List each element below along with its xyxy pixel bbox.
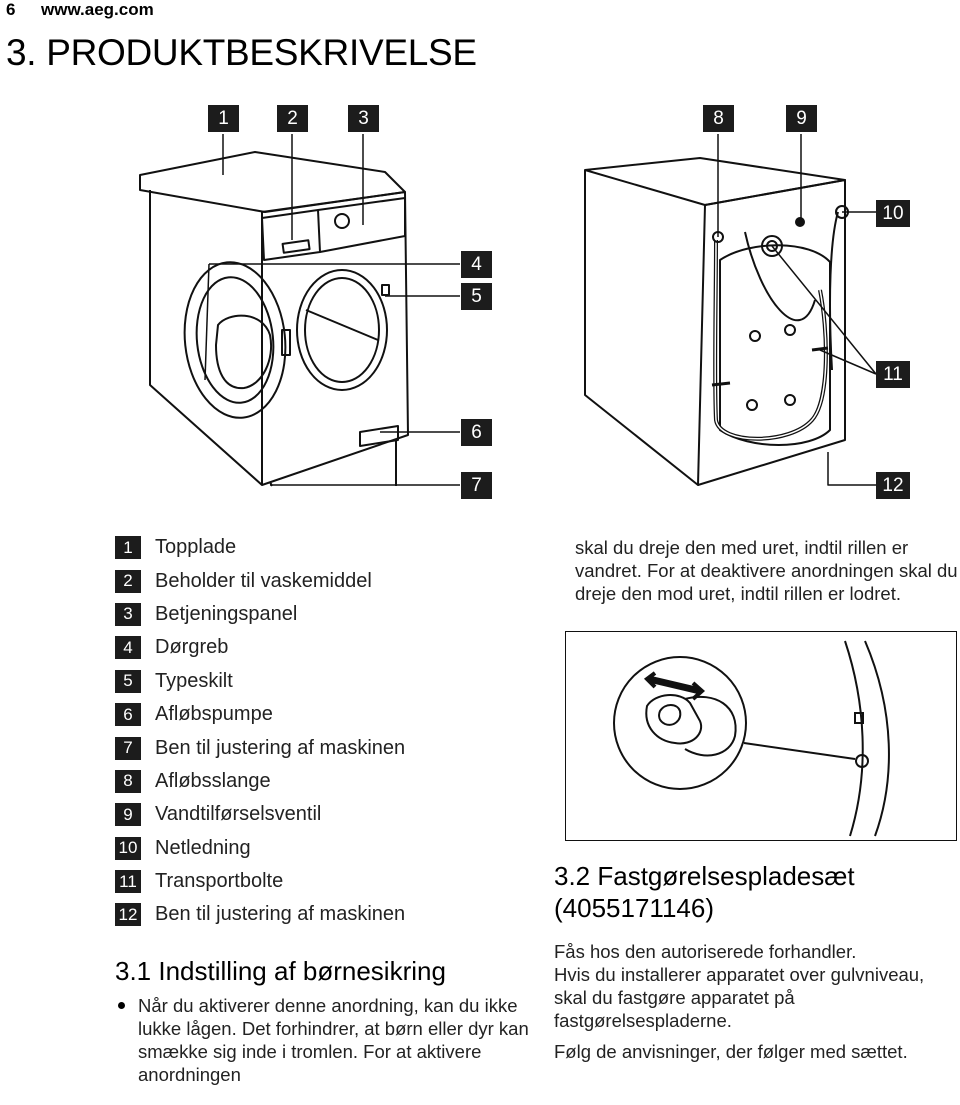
dealer-paragraph: Fås hos den autoriserede forhandler. <box>554 941 857 962</box>
list-item: 2 Beholder til vaskemiddel <box>115 564 405 597</box>
legend-number: 4 <box>115 636 141 660</box>
legend-number: 11 <box>115 870 141 894</box>
legend-label: Dørgreb <box>155 636 229 659</box>
legend-label: Transportbolte <box>155 870 284 893</box>
legend-label: Afløbsslange <box>155 769 271 792</box>
legend-number: 2 <box>115 569 141 593</box>
list-item: 3 Betjeningspanel <box>115 598 405 631</box>
legend-label: Vandtilførselsventil <box>155 803 322 826</box>
legend-number: 9 <box>115 803 141 827</box>
callout-12: 12 <box>876 472 910 499</box>
list-item: 6 Afløbspumpe <box>115 698 405 731</box>
list-item: 11 Transportbolte <box>115 865 405 898</box>
list-item: 5 Typeskilt <box>115 665 405 698</box>
legend-label: Typeskilt <box>155 669 233 692</box>
legend-label: Betjeningspanel <box>155 602 298 625</box>
site-url: www.aeg.com <box>41 0 154 19</box>
list-item: 4 Dørgreb <box>115 631 405 664</box>
parts-legend: 1 Topplade 2 Beholder til vaskemiddel 3 Bet… <box>115 531 405 932</box>
legend-label: Netledning <box>155 836 251 859</box>
page-title: 3. PRODUKTBESKRIVELSE <box>6 32 477 73</box>
callout-6: 6 <box>461 419 492 446</box>
section-heading-3-1: 3.1 Indstilling af børnesikring <box>115 956 446 986</box>
list-item: 1 Topplade <box>115 531 405 564</box>
legend-label: Afløbspumpe <box>155 703 273 726</box>
legend-number: 5 <box>115 669 141 693</box>
callout-3: 3 <box>348 105 379 132</box>
legend-number: 10 <box>115 836 141 860</box>
list-item: 8 Afløbsslange <box>115 765 405 798</box>
legend-number: 6 <box>115 703 141 727</box>
bullet-dot <box>118 1002 125 1009</box>
legend-label: Ben til justering af maskinen <box>155 903 406 926</box>
child-lock-continued: skal du dreje den med uret, indtil rille… <box>575 537 958 604</box>
callout-9: 9 <box>786 105 817 132</box>
washing-machine-diagram <box>139 134 877 487</box>
legend-label: Ben til justering af maskinen <box>155 736 406 759</box>
callout-7: 7 <box>461 472 492 499</box>
callout-10: 10 <box>876 200 910 227</box>
instructions-paragraph: Følg de anvisninger, der følger med sætt… <box>554 1041 908 1062</box>
callout-11: 11 <box>876 361 910 388</box>
legend-label: Topplade <box>155 536 237 559</box>
section-heading-3-2-code: (4055171146) <box>554 893 714 923</box>
legend-number: 7 <box>115 736 141 760</box>
legend-number: 12 <box>115 903 141 927</box>
section-heading-3-2: 3.2 Fastgørelsespladesæt <box>554 861 855 891</box>
legend-number: 1 <box>115 536 141 560</box>
callout-1: 1 <box>208 105 239 132</box>
legend-number: 3 <box>115 602 141 626</box>
legend-label: Beholder til vaskemiddel <box>155 569 372 592</box>
legend-number: 8 <box>115 769 141 793</box>
list-item: 7 Ben til justering af maskinen <box>115 731 405 764</box>
callout-4: 4 <box>461 251 492 278</box>
list-item: 10 Netledning <box>115 832 405 865</box>
callout-5: 5 <box>461 283 492 310</box>
list-item: 9 Vandtilførselsventil <box>115 798 405 831</box>
callout-8: 8 <box>703 105 734 132</box>
child-lock-paragraph: Når du aktiverer denne anordning, kan du… <box>138 995 529 1085</box>
list-item: 12 Ben til justering af maskinen <box>115 898 405 931</box>
callout-2: 2 <box>277 105 308 132</box>
mounting-paragraph: Hvis du installerer apparatet over gulvn… <box>554 964 925 1031</box>
child-lock-illustration <box>565 631 957 841</box>
page-number: 6 <box>6 0 16 19</box>
